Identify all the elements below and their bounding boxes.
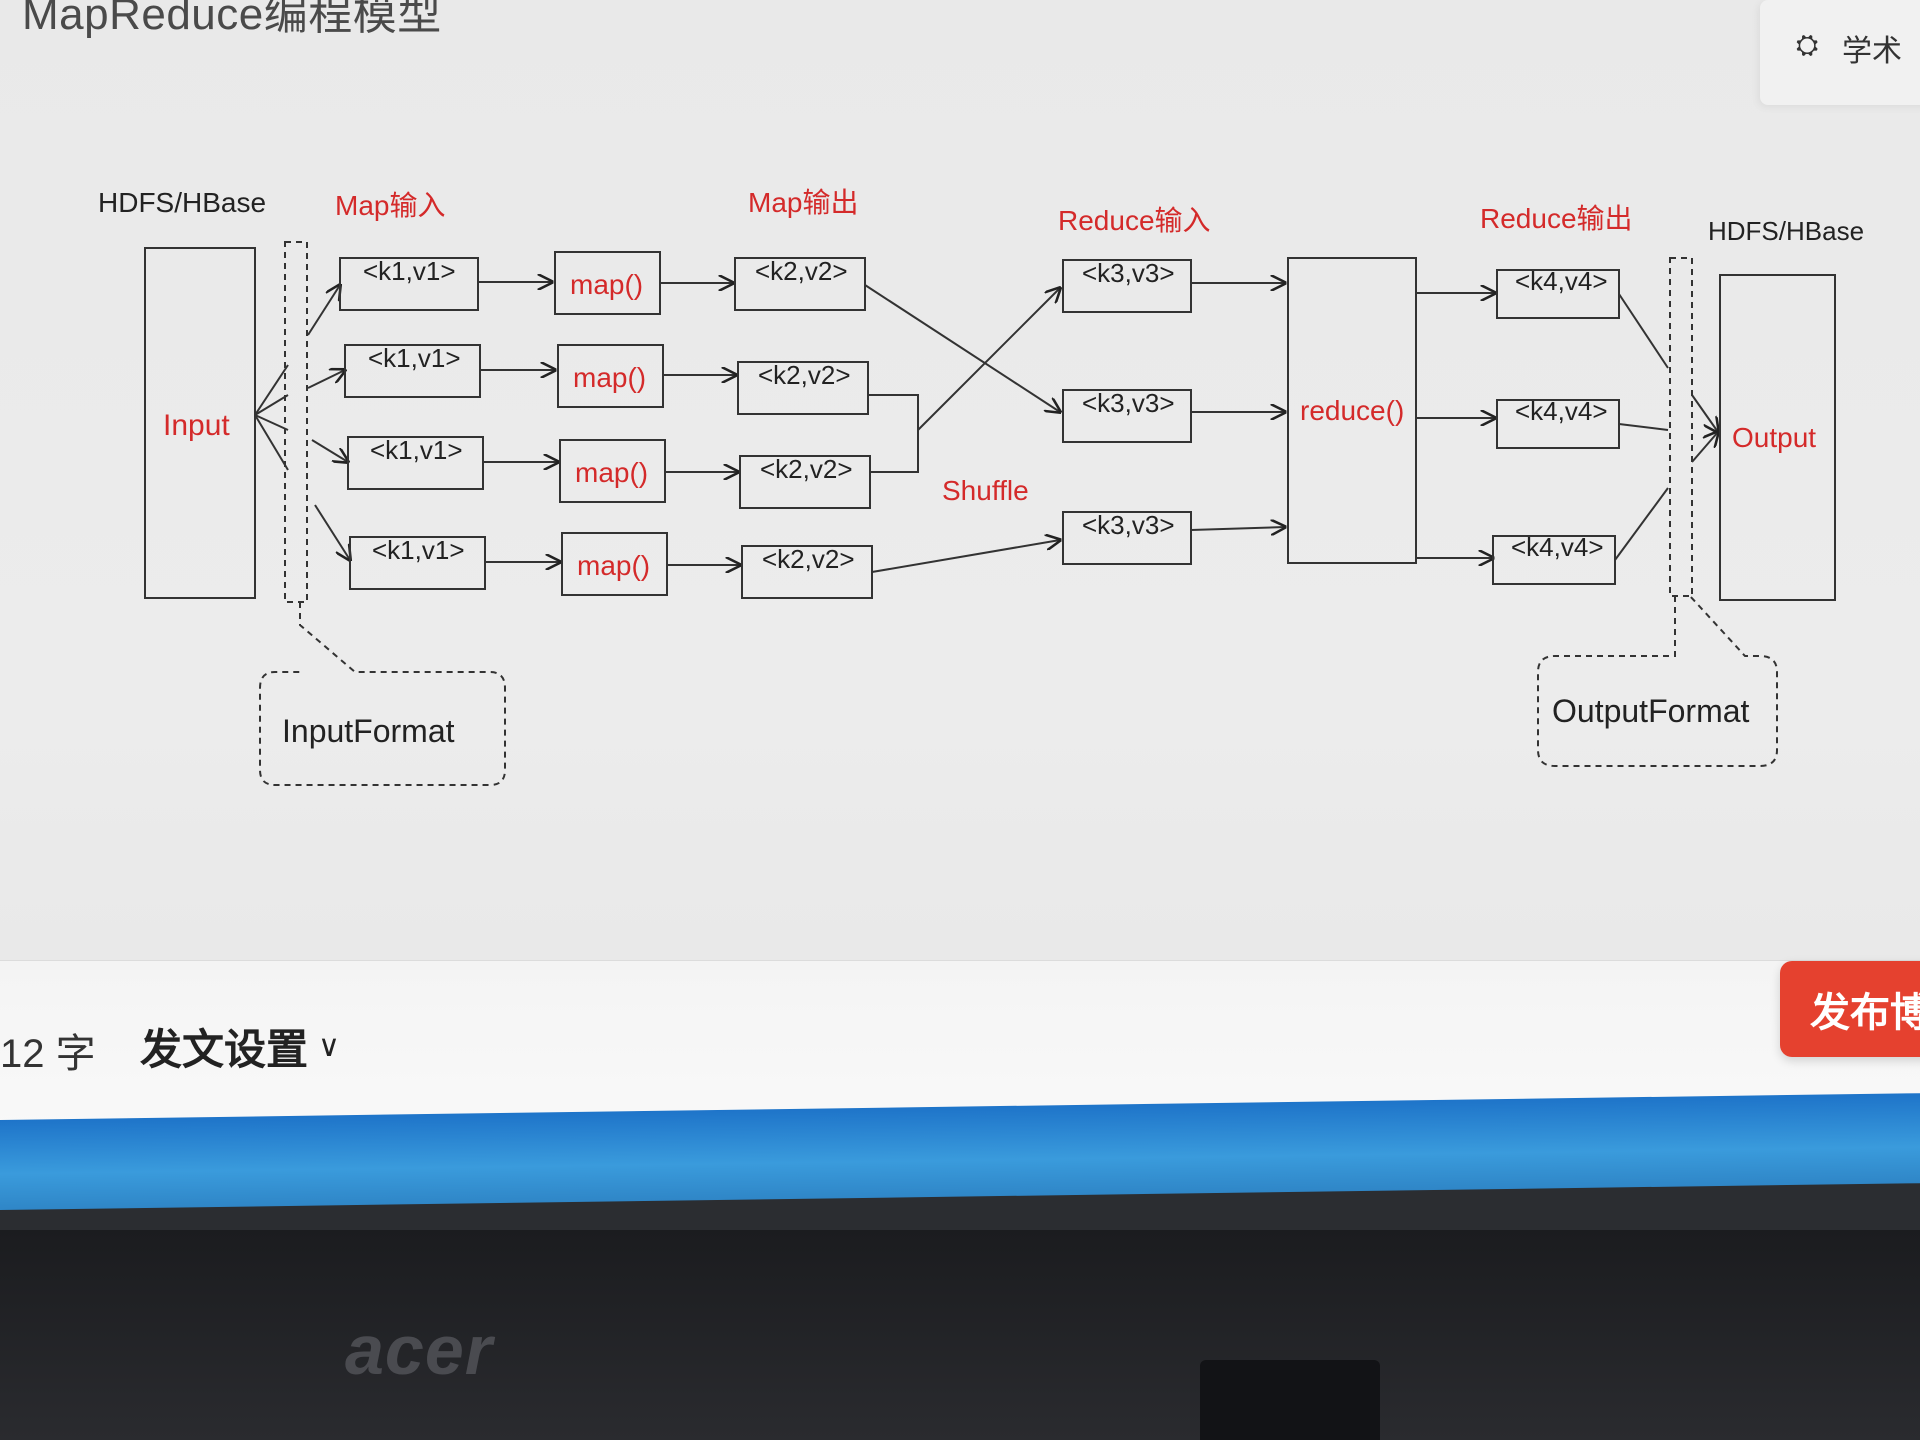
shuffle-line-1 [864, 284, 1060, 412]
kv4-to-format-3 [1614, 487, 1669, 561]
fan-line-3 [254, 414, 289, 431]
screen: MapReduce编程模型 ⛭ 学术 HDFS/HBase Map输入 Map输… [0, 0, 1920, 1180]
kv4-label-3: <k4,v4> [1511, 532, 1604, 562]
map-output-title: Map输出 [748, 187, 858, 218]
output-format-bar [1669, 257, 1693, 597]
kv1-label-3: <k1,v1> [370, 435, 463, 465]
left-storage-label: HDFS/HBase [98, 187, 266, 218]
word-count: 12 字 [0, 1032, 96, 1076]
kv3-label-1: <k3,v3> [1082, 258, 1175, 288]
kv2-box-1 [734, 257, 866, 311]
right-storage-label: HDFS/HBase [1708, 216, 1864, 246]
fan-line-1 [254, 364, 289, 416]
shuffle-line-3 [871, 540, 1060, 573]
kv2-box-3 [739, 455, 871, 509]
input-format-callout [259, 602, 506, 786]
output-box [1719, 274, 1836, 601]
format-to-output-2 [1691, 432, 1718, 463]
kv1-label-2: <k1,v1> [368, 343, 461, 373]
input-format-label: InputFormat [282, 713, 455, 749]
monitor-bezel: acer [0, 1230, 1920, 1440]
kv4-to-format-1 [1618, 293, 1669, 369]
kv4-label-1: <k4,v4> [1515, 266, 1608, 296]
publish-settings-label: 发文设置 [140, 1026, 309, 1073]
kv2-label-1: <k2,v2> [755, 256, 848, 286]
kv3-label-3: <k3,v3> [1082, 510, 1175, 540]
reduce-label: reduce() [1300, 395, 1404, 426]
kv1-box-1 [339, 257, 479, 311]
map-label-1: map() [570, 269, 643, 300]
kv3-box-3 [1062, 511, 1192, 565]
kv1-label-4: <k1,v1> [372, 535, 465, 565]
kv2-label-4: <k2,v2> [762, 544, 855, 574]
publish-settings-toggle[interactable]: 发文设置 ∨ [140, 1016, 340, 1077]
input-box-label: Input [163, 409, 230, 442]
kv1-label-1: <k1,v1> [363, 256, 456, 286]
monitor-stand [1200, 1360, 1380, 1440]
reduce-box [1287, 257, 1417, 564]
map-label-3: map() [575, 457, 648, 488]
input-format-bar [284, 241, 308, 603]
mapreduce-diagram: HDFS/HBase Map输入 Map输出 Reduce输入 Reduce输出… [98, 187, 1865, 786]
chevron-down-icon: ∨ [318, 1030, 340, 1063]
arrow-to-kv1-1 [307, 285, 340, 336]
page-title: MapReduce编程模型 [22, 0, 442, 39]
kv2-label-2: <k2,v2> [758, 360, 851, 390]
kv3-to-reduce-3 [1190, 527, 1285, 530]
arrow-to-kv1-2 [307, 370, 345, 389]
arrow-to-kv1-3 [311, 439, 348, 462]
kv2-label-3: <k2,v2> [760, 454, 853, 484]
acer-logo: acer [345, 1311, 494, 1389]
kv3-label-2: <k3,v3> [1082, 388, 1175, 418]
publish-button[interactable]: 发布博 [1780, 961, 1920, 1057]
kv3-box-1 [1062, 259, 1192, 313]
map-input-title: Map输入 [335, 190, 445, 221]
academic-label: 学术 [1842, 35, 1902, 68]
reduce-input-title: Reduce输入 [1058, 205, 1211, 236]
kv4-to-format-2 [1618, 423, 1669, 431]
map-label-4: map() [577, 550, 650, 581]
graduation-cap-icon: ⛭ [1796, 29, 1819, 60]
output-format-callout [1537, 595, 1778, 767]
map-label-2: map() [573, 362, 646, 393]
shuffle-bracket [868, 394, 919, 473]
fan-line-2 [254, 394, 289, 416]
output-format-label: OutputFormat [1552, 693, 1750, 729]
output-box-label: Output [1732, 422, 1816, 453]
kv4-label-2: <k4,v4> [1515, 396, 1608, 426]
shuffle-label: Shuffle [942, 475, 1029, 506]
top-right-widget[interactable]: ⛭ 学术 [1760, 0, 1920, 105]
reduce-output-title: Reduce输出 [1480, 203, 1633, 234]
shuffle-line-2 [917, 288, 1060, 431]
format-to-output-1 [1691, 394, 1718, 432]
fan-line-4 [254, 414, 289, 471]
input-box [144, 247, 256, 599]
arrow-to-kv1-4 [314, 504, 350, 560]
kv3-box-2 [1062, 389, 1192, 443]
kv2-box-2 [737, 361, 869, 415]
